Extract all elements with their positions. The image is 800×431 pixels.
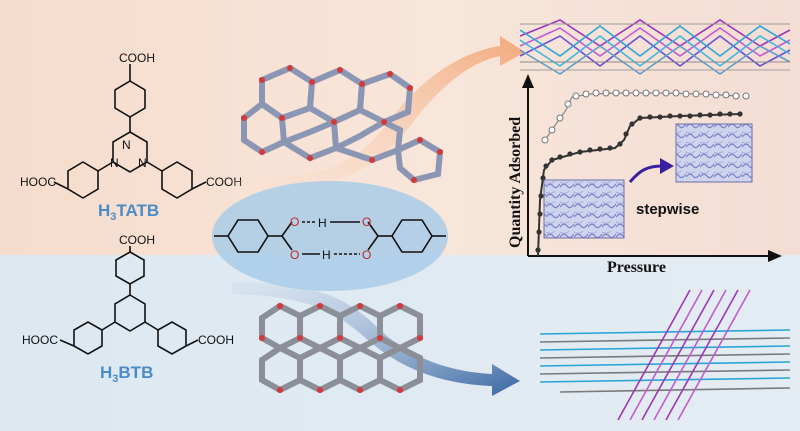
tatb-top-cooh: COOH: [119, 51, 155, 65]
btb-left-hooc: HOOC: [22, 333, 58, 347]
h3btb-structure: [59, 246, 199, 355]
y-axis-label: Quantity Adsorbed: [507, 117, 524, 248]
dimer-o4: O: [362, 248, 371, 262]
stepwise-arrowhead: [660, 158, 674, 174]
top-net: [519, 19, 791, 75]
h3tatb-structure: [53, 64, 207, 199]
orange-arrow: [232, 36, 525, 193]
dimer-h2: H: [322, 248, 331, 262]
y-axis-arrowhead: [522, 74, 534, 88]
btb-right-cooh: COOH: [198, 333, 234, 347]
triazine-n1: N: [122, 138, 131, 152]
bottom-net: [539, 289, 791, 421]
x-axis-label: Pressure: [607, 259, 666, 276]
bottom-framework-atoms: [259, 303, 423, 393]
x-axis-arrowhead: [768, 250, 782, 262]
tatb-label: H3TATB: [98, 201, 159, 223]
carboxylic-dimer: [214, 219, 446, 253]
dimer-o3: O: [362, 215, 371, 229]
top-framework-atoms: [241, 65, 443, 183]
isotherm-chart: stepwise Pressure Quantity Adsorbed: [507, 74, 782, 276]
dimer-o1: O: [290, 215, 299, 229]
btb-top-cooh: COOH: [119, 233, 155, 247]
dimer-ellipse: [212, 181, 448, 291]
crystal-inset-right: [675, 123, 753, 183]
bottom-background: [0, 255, 800, 431]
stepwise-arrow: [628, 164, 663, 183]
tatb-left-hooc: HOOC: [20, 175, 56, 189]
adsorption-points: [535, 111, 743, 253]
triazine-n2: N: [110, 156, 119, 170]
dimer-h1: H: [318, 216, 327, 230]
crystal-inset-left: [543, 179, 625, 239]
dimer-o2: O: [290, 248, 299, 262]
btb-label: H3BTB: [100, 363, 153, 385]
stepwise-annotation: stepwise: [636, 201, 699, 218]
triazine-n3: N: [138, 156, 147, 170]
desorption-points: [541, 89, 750, 144]
